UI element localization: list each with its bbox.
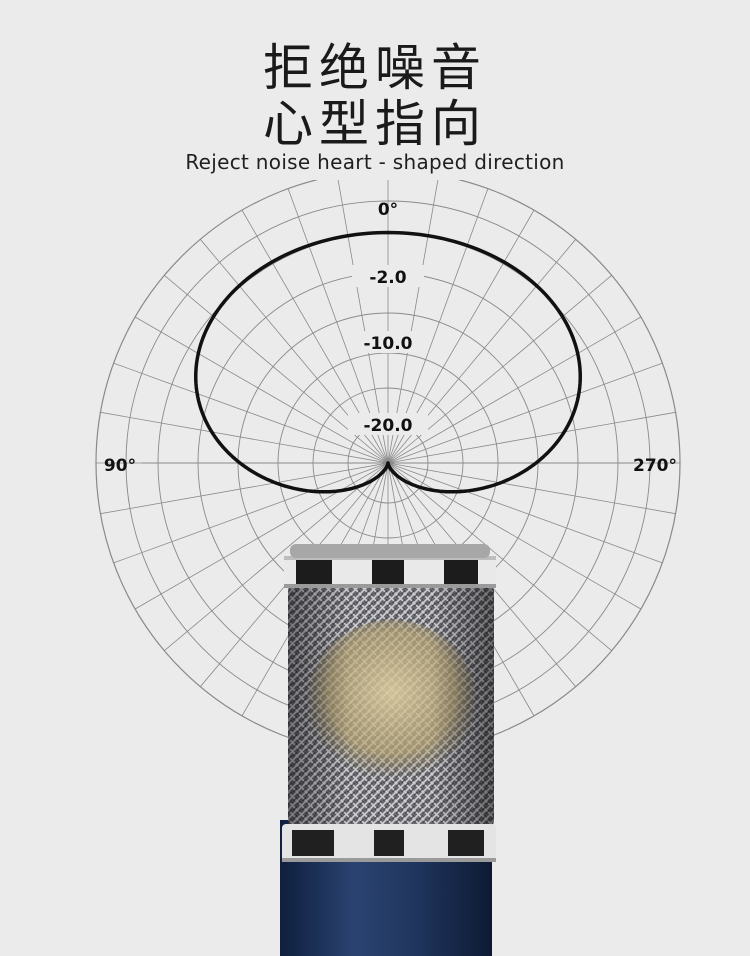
top-chrome-ring [284, 556, 496, 588]
grid-spoke [100, 462, 389, 515]
grid-spoke [113, 362, 389, 464]
angle-label-270: 270° [633, 456, 677, 476]
grid-spoke [387, 462, 612, 652]
title-line-2: 心型指向 [263, 95, 487, 153]
grid-spoke [387, 362, 663, 464]
subtitle: Reject noise heart - shaped direction [185, 150, 565, 174]
bottom-chrome-ring [282, 824, 496, 862]
grid-spoke [387, 462, 663, 564]
cardioid-pattern-curve [193, 230, 583, 494]
ring-label-minus-20: -20.0 [364, 416, 413, 436]
grid-spoke [134, 316, 389, 464]
grid-spoke [387, 411, 676, 464]
grid-spoke [113, 462, 389, 564]
grid-spoke [387, 462, 642, 610]
grid-spoke [134, 462, 389, 610]
microphone [280, 544, 496, 956]
ring-label-minus-10: -10.0 [364, 334, 413, 354]
ring-label-minus-2: -2.0 [369, 268, 406, 288]
grid-spoke [387, 316, 642, 464]
grid-spoke [164, 462, 389, 652]
angle-label-0: 0° [378, 200, 398, 220]
angle-label-90: 90° [104, 456, 136, 476]
grid-spoke [387, 462, 676, 515]
title-line-1: 拒绝噪音 [263, 39, 487, 97]
grid-spoke [100, 411, 389, 464]
